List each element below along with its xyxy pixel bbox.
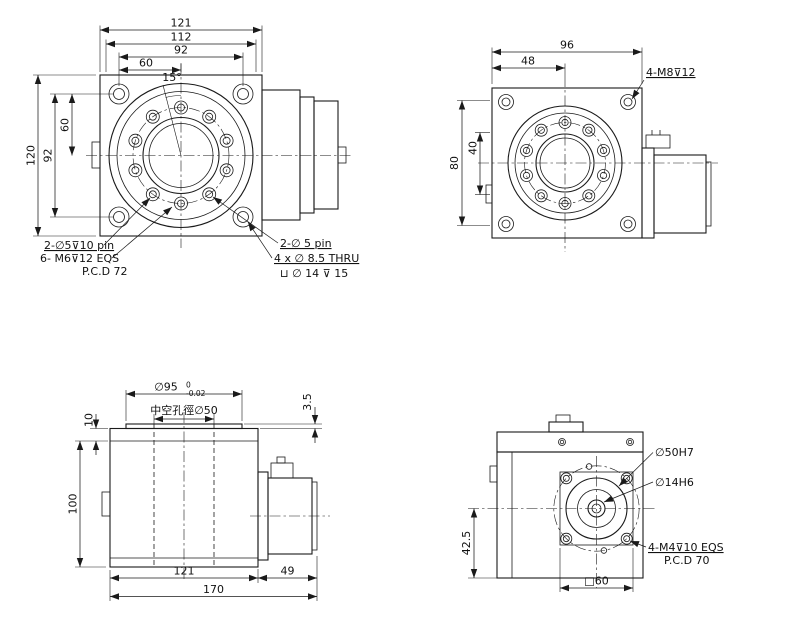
side-view: ∅95 0 -0.02 中空孔徑∅50 3.5 10 100 121 49 17… xyxy=(67,381,330,601)
callout-thru: 4 x ∅ 8.5 THRU xyxy=(274,252,359,265)
dim-3-5-label: 3.5 xyxy=(301,393,314,411)
leader-m6 xyxy=(111,206,173,259)
dim-80-label: 80 xyxy=(448,156,461,170)
callout-dia14: ∅14H6 xyxy=(655,476,694,489)
callout-pcd70: P.C.D 70 xyxy=(664,554,710,567)
front-angle-ray xyxy=(162,84,182,156)
leader-dia50 xyxy=(618,452,654,487)
side-motor xyxy=(257,456,318,561)
top-corner-holes xyxy=(498,94,636,232)
dim-dia95-label: ∅95 xyxy=(154,381,178,394)
dim-48-label: 48 xyxy=(521,55,535,68)
dim-96-label: 96 xyxy=(560,39,574,52)
leader-thru xyxy=(247,221,273,259)
front-bore-step-circle xyxy=(148,123,214,188)
callout-pins-left: 2-∅5⊽10 pin xyxy=(44,239,114,252)
back-step-circle xyxy=(577,489,616,528)
leader-m4 xyxy=(629,540,647,548)
back-dia14-circle xyxy=(587,499,606,518)
top-bearing-step-circle xyxy=(514,112,616,214)
top-bolt-holes xyxy=(520,116,610,210)
front-bolt-holes xyxy=(128,100,234,211)
back-view: ∅50H7 ∅14H6 4-M4⊽10 EQS P.C.D 70 42.5 □6… xyxy=(460,414,724,592)
callout-m4: 4-M4⊽10 EQS xyxy=(648,541,724,554)
side-left-tab xyxy=(101,491,111,517)
back-left-tab xyxy=(489,465,498,483)
dim-42-5-label: 42.5 xyxy=(460,531,473,556)
dim-bore-label: 中空孔徑∅50 xyxy=(150,403,218,417)
back-body-outline xyxy=(496,451,644,579)
leader-dia14 xyxy=(603,481,654,503)
dim-100-label: 100 xyxy=(67,494,80,515)
top-bearing-outer-circle xyxy=(507,105,623,221)
dim-60v-label: 60 xyxy=(59,118,72,132)
callout-cbore: ⊔ ∅ 14 ⊽ 15 xyxy=(280,267,348,280)
dim-dia95-tol-low: -0.02 xyxy=(186,389,206,398)
dim-10-label: 10 xyxy=(83,413,96,427)
back-dia50-circle xyxy=(565,477,628,540)
dim-120-label: 120 xyxy=(25,145,38,166)
dim-121-label: 121 xyxy=(171,17,192,30)
top-bore-circle xyxy=(535,133,595,193)
top-left-tab xyxy=(485,184,493,204)
front-bolt-circle xyxy=(132,107,230,204)
dim-sq60-label: □60 xyxy=(584,575,608,588)
callout-pins-right: 2-∅ 5 pin xyxy=(280,237,332,250)
dim-170-label: 170 xyxy=(203,583,224,596)
top-bolt-circle xyxy=(524,122,606,204)
front-left-tab xyxy=(91,141,101,169)
dim-121b-label: 121 xyxy=(174,565,195,578)
back-square-flange xyxy=(559,471,634,546)
dim-112-label: 112 xyxy=(171,31,192,44)
callout-dia50: ∅50H7 xyxy=(655,446,694,459)
front-flange-step-circle xyxy=(116,91,246,220)
dim-49-label: 49 xyxy=(281,565,295,578)
dim-60h-label: 60 xyxy=(139,57,153,70)
callout-m6: 6- M6⊽12 EQS xyxy=(40,252,119,265)
leader-pins-right xyxy=(212,196,279,244)
callout-m8: 4-M8⊽12 xyxy=(646,66,696,79)
callout-pcd72: P.C.D 72 xyxy=(82,265,128,278)
dim-dia95-tol-high: 0 xyxy=(186,381,191,390)
leader-m8 xyxy=(631,79,645,100)
dim-92v-label: 92 xyxy=(42,149,55,163)
leader-pins-left xyxy=(103,197,151,246)
back-center-hole xyxy=(591,503,602,514)
front-corner-holes xyxy=(108,83,254,228)
top-bore-step-circle xyxy=(539,137,591,189)
top-view: 96 48 80 40 4-M8⊽12 xyxy=(448,39,718,252)
front-flange-outer-circle xyxy=(108,82,254,229)
front-motor xyxy=(261,89,347,221)
dim-92h-label: 92 xyxy=(174,44,188,57)
front-view: 15° 121 112 92 60 120 92 60 xyxy=(25,17,360,281)
dim-40-label: 40 xyxy=(467,141,480,155)
back-pcd-circle xyxy=(553,465,640,552)
front-angle-arc xyxy=(165,95,182,98)
front-bore-circle xyxy=(142,116,220,195)
top-motor xyxy=(641,130,712,239)
angle-15-label: 15° xyxy=(162,71,182,84)
